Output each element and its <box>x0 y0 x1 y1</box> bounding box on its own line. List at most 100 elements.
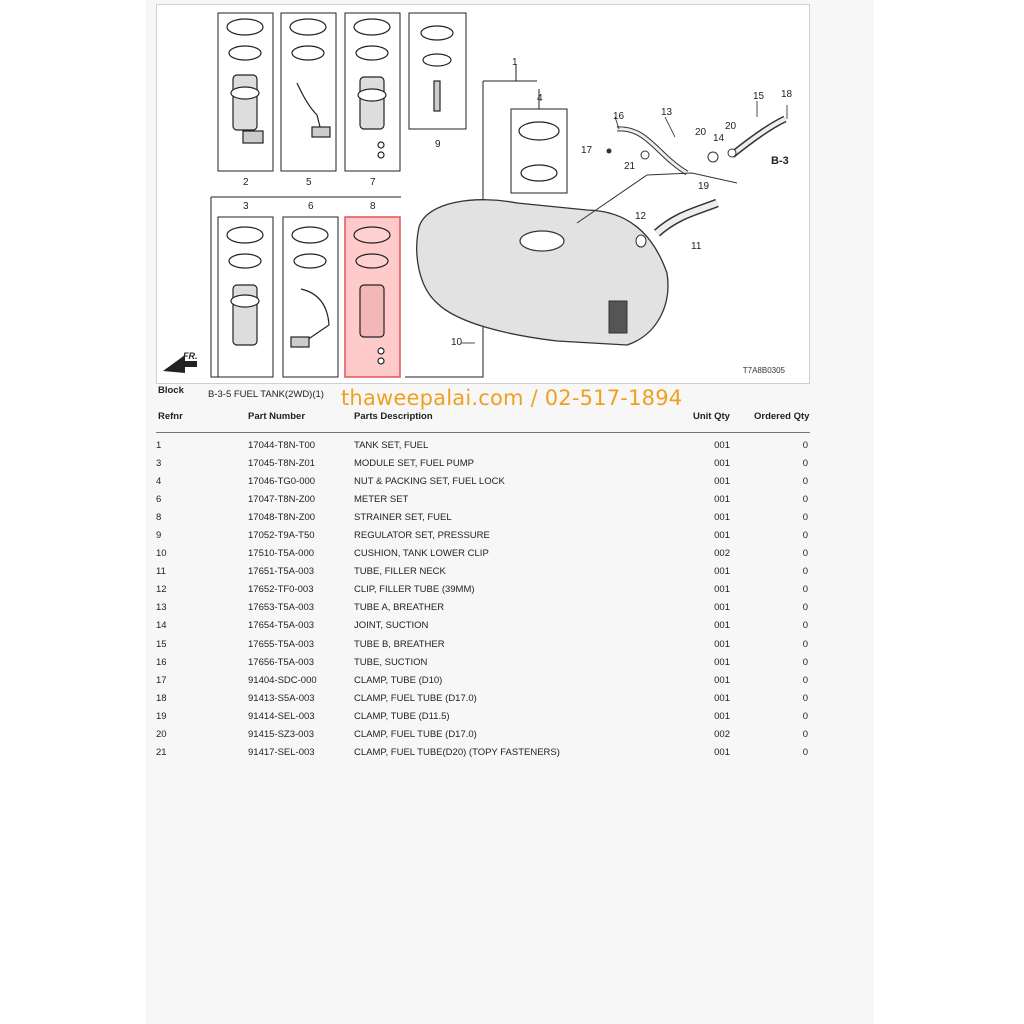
cell-part-number: 17655-T5A-003 <box>248 638 315 650</box>
cell-description: TANK SET, FUEL <box>354 439 429 451</box>
cell-ref: 6 <box>156 493 162 505</box>
header-divider <box>156 432 810 433</box>
cell-ordered-qty: 0 <box>802 692 808 704</box>
table-row: 9 17052-T9A-T50 REGULATOR SET, PRESSURE 001… <box>156 526 808 544</box>
cell-ordered-qty: 0 <box>802 530 808 542</box>
cell-unit-qty: 001 <box>714 674 730 686</box>
cell-ordered-qty: 0 <box>802 548 808 560</box>
cell-ref: 10 <box>156 548 167 560</box>
cell-part-number: 17044-T8N-T00 <box>248 439 316 451</box>
watermark-text: thaweepalai.com / 02-517-1894 <box>341 386 683 410</box>
callout-3: 3 <box>243 201 249 212</box>
col-header-desc: Parts Description <box>354 411 433 422</box>
cell-unit-qty: 001 <box>714 656 730 668</box>
diagram-code: T7A8B0305 <box>742 366 785 375</box>
callout-10: 10 <box>451 337 463 348</box>
cell-description: CUSHION, TANK LOWER CLIP <box>354 548 489 560</box>
cell-description: CLAMP, FUEL TUBE(D20) (TOPY FASTENERS) <box>354 747 560 759</box>
cell-ordered-qty: 0 <box>802 584 808 596</box>
cell-description: METER SET <box>354 493 409 505</box>
callout-16: 16 <box>613 111 625 122</box>
cell-ordered-qty: 0 <box>802 674 808 686</box>
cell-part-number: 91415-SZ3-003 <box>248 729 315 741</box>
cell-unit-qty: 002 <box>714 548 730 560</box>
cell-ref: 20 <box>156 729 167 741</box>
cell-description: TUBE, FILLER NECK <box>354 566 446 578</box>
cell-ref: 17 <box>156 674 167 686</box>
cell-ordered-qty: 0 <box>802 511 808 523</box>
table-row: 20 91415-SZ3-003 CLAMP, FUEL TUBE (D17.0) 0… <box>156 726 808 744</box>
cell-ref: 11 <box>156 566 166 578</box>
cell-unit-qty: 001 <box>714 602 730 614</box>
cell-description: TUBE, SUCTION <box>354 656 428 668</box>
callout-7: 7 <box>370 177 376 188</box>
cell-ordered-qty: 0 <box>802 710 808 722</box>
cell-description: REGULATOR SET, PRESSURE <box>354 530 490 542</box>
callout-5: 5 <box>306 177 312 188</box>
parts-diagram: 2 5 7 9 1 4 3 6 8 10 11 12 13 14 15 16 1… <box>156 4 810 384</box>
box-part-3 <box>217 216 274 378</box>
cell-ref: 16 <box>156 656 167 668</box>
col-header-ordered: Ordered Qty <box>754 411 810 422</box>
cell-part-number: 17653-T5A-003 <box>248 602 315 614</box>
cell-unit-qty: 001 <box>714 566 730 578</box>
front-arrow-icon <box>163 355 197 373</box>
cell-ref: 1 <box>156 439 162 451</box>
cell-unit-qty: 001 <box>714 493 730 505</box>
cell-ordered-qty: 0 <box>802 457 808 469</box>
cell-description: MODULE SET, FUEL PUMP <box>354 457 475 469</box>
cell-part-number: 17510-T5A-000 <box>248 548 315 560</box>
cell-ref: 9 <box>156 530 162 542</box>
callout-8: 8 <box>370 201 376 212</box>
box-part-7 <box>344 12 401 172</box>
cell-description: NUT & PACKING SET, FUEL LOCK <box>354 475 505 487</box>
cell-ref: 14 <box>156 620 167 632</box>
diagram-drawing <box>163 12 788 378</box>
cell-part-number: 17045-T8N-Z01 <box>248 457 316 469</box>
callout-4: 4 <box>537 93 543 104</box>
fuel-tank-shape <box>416 199 669 346</box>
cell-part-number: 91413-S5A-003 <box>248 692 315 704</box>
cell-part-number: 17052-T9A-T50 <box>248 530 315 542</box>
cell-description: JOINT, SUCTION <box>354 620 429 632</box>
cell-unit-qty: 001 <box>714 638 730 650</box>
cell-description: TUBE A, BREATHER <box>354 602 445 614</box>
callout-20b: 20 <box>725 121 737 132</box>
callout-1: 1 <box>512 57 518 68</box>
cell-ref: 13 <box>156 602 167 614</box>
cell-part-number: 17651-T5A-003 <box>248 566 315 578</box>
col-header-unit: Unit Qty <box>693 411 730 422</box>
callout-9: 9 <box>435 139 441 150</box>
callout-20a: 20 <box>695 127 707 138</box>
callout-2: 2 <box>243 177 249 188</box>
cell-part-number: 17048-T8N-Z00 <box>248 511 316 523</box>
cell-ordered-qty: 0 <box>802 475 808 487</box>
cell-ordered-qty: 0 <box>802 620 808 632</box>
col-header-ref: Refnr <box>158 411 183 422</box>
cell-part-number: 17047-T8N-Z00 <box>248 493 316 505</box>
cell-unit-qty: 001 <box>714 439 730 451</box>
callout-15: 15 <box>753 91 765 102</box>
cell-unit-qty: 001 <box>714 710 730 722</box>
callout-19: 19 <box>698 181 710 192</box>
cell-description: CLAMP, FUEL TUBE (D17.0) <box>354 729 477 741</box>
cell-unit-qty: 001 <box>714 530 730 542</box>
box-part-6 <box>282 216 339 378</box>
cell-part-number: 91417-SEL-003 <box>248 747 315 759</box>
cell-ordered-qty: 0 <box>802 729 808 741</box>
cell-ref: 19 <box>156 710 167 722</box>
callout-14: 14 <box>713 133 725 144</box>
box-part-2 <box>217 12 274 172</box>
cell-description: STRAINER SET, FUEL <box>354 511 452 523</box>
cell-unit-qty: 001 <box>714 747 730 759</box>
callout-13: 13 <box>661 107 673 118</box>
